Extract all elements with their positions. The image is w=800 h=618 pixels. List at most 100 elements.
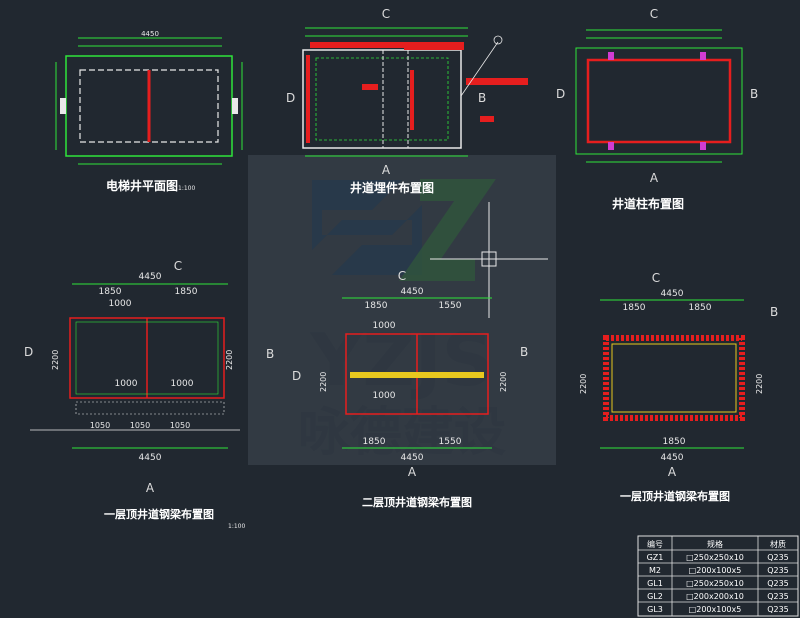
dim-total-bottom: 4450 xyxy=(661,453,684,463)
table-cell: GL2 xyxy=(647,592,663,601)
axis-b-label: B xyxy=(750,87,758,101)
steel-column-frame xyxy=(586,58,732,144)
column-marker xyxy=(700,52,706,60)
steel-callout-small xyxy=(480,116,494,122)
ground-hatch xyxy=(75,401,225,415)
table-cell: □250x250x10 xyxy=(686,579,744,588)
table-cell: □200x100x5 xyxy=(689,566,742,575)
dim-height-left: 2200 xyxy=(51,350,60,370)
yz-logo-icon xyxy=(312,179,496,281)
elevator-plan-scale: 1:100 xyxy=(178,185,195,192)
axis-c-label: C xyxy=(652,271,660,285)
column-marker xyxy=(700,142,706,150)
embedded-layout-title: 井道埋件布置图 xyxy=(350,180,434,195)
dim-total-bottom: 4450 xyxy=(139,453,162,463)
steel-left-column xyxy=(306,55,310,143)
inner-outline xyxy=(611,343,737,413)
dim-opening-mid-right: 1000 xyxy=(171,379,194,389)
leader-line xyxy=(460,41,499,97)
table-cell: Q235 xyxy=(767,605,789,614)
inner-outline xyxy=(315,57,449,141)
dim-half-3: 1050 xyxy=(170,421,190,430)
axis-c-label: C xyxy=(174,259,182,273)
shaft-outline xyxy=(302,49,462,149)
table-cell: GL1 xyxy=(647,579,663,588)
elevator-plan-title: 电梯井平面图 xyxy=(106,178,178,193)
material-table[interactable]: 编号 规格 材质 GZ1 □250x250x10 Q235 M2 □200x10… xyxy=(637,535,799,617)
axis-d-label: D xyxy=(292,369,301,383)
watermark-chinese-text: 咏德建设 xyxy=(298,403,506,463)
table-cell: M2 xyxy=(649,566,661,575)
left-marker xyxy=(60,98,66,114)
table-cell: □250x250x10 xyxy=(686,553,744,562)
axis-a-label: A xyxy=(650,171,659,185)
steel-embed-top xyxy=(404,42,464,50)
table-header: 规格 xyxy=(707,539,723,549)
dim-total-top: 4450 xyxy=(139,272,162,282)
table-cell: □200x200x10 xyxy=(686,592,744,601)
axis-a-label: A xyxy=(408,465,417,479)
table-cell: Q235 xyxy=(767,566,789,575)
first-floor-beam-title: 一层顶井道钢梁布置图 xyxy=(104,507,214,521)
axis-a-label: A xyxy=(382,163,391,177)
dim-bay-bottom-right: 1550 xyxy=(439,437,462,447)
first-floor-beam-drawing[interactable]: C 4450 1850 1850 1000 1000 1000 2200 220… xyxy=(24,259,274,530)
third-floor-beam-drawing[interactable]: C 4450 1850 1850 B 2200 2200 1850 4450 A… xyxy=(579,271,778,503)
dim-half-1: 1050 xyxy=(90,421,110,430)
column-marker xyxy=(608,52,614,60)
right-marker xyxy=(232,98,238,114)
dim-bay-bottom: 1850 xyxy=(663,437,686,447)
axis-b-label: B xyxy=(478,91,486,105)
axis-a-label: A xyxy=(668,465,677,479)
second-floor-beam-drawing[interactable]: C 4450 1850 1550 1000 1000 D B 2200 2200… xyxy=(292,269,528,509)
dim-bay-right: 1850 xyxy=(175,287,198,297)
dim-opening-bottom: 1000 xyxy=(373,391,396,401)
table-cell: Q235 xyxy=(767,592,789,601)
axis-b-label: B xyxy=(266,347,274,361)
hatched-beam-frame xyxy=(603,335,745,421)
embedded-layout-drawing[interactable]: C D B A 井道埋件布置图 xyxy=(286,7,528,195)
column-layout-drawing[interactable]: C D B A 井道柱布置图 xyxy=(556,7,758,211)
steel-top-beam xyxy=(310,42,460,48)
dim-height-left: 2200 xyxy=(319,372,328,392)
axis-b-label: B xyxy=(770,305,778,319)
table-header: 编号 xyxy=(647,539,663,549)
watermark-logo-text: YZJS xyxy=(310,318,494,402)
yellow-beam xyxy=(350,372,484,378)
axis-b-label: B xyxy=(520,345,528,359)
dim-total-bottom: 4450 xyxy=(401,453,424,463)
steel-embed-mid xyxy=(362,84,378,90)
first-floor-beam-scale: 1:100 xyxy=(228,523,245,530)
dim-bay-bottom-left: 1850 xyxy=(363,437,386,447)
axis-a-label: A xyxy=(146,481,155,495)
table-cell: GL3 xyxy=(647,605,663,614)
dim-total-label: 4450 xyxy=(141,30,159,38)
dim-bay-right: 1550 xyxy=(439,301,462,311)
table-cell: GZ1 xyxy=(647,553,664,562)
dim-height-right: 2200 xyxy=(499,372,508,392)
table-header: 材质 xyxy=(770,539,786,549)
crosshair-cursor-icon[interactable] xyxy=(430,202,548,318)
dim-opening-top: 1000 xyxy=(109,299,132,309)
steel-callout-b xyxy=(466,78,528,85)
outer-outline xyxy=(575,47,743,155)
axis-d-label: D xyxy=(556,87,565,101)
detail-bubble-icon xyxy=(493,35,503,45)
dim-half-2: 1050 xyxy=(130,421,150,430)
axis-d-label: D xyxy=(286,91,295,105)
dim-total-top: 4450 xyxy=(401,287,424,297)
axis-c-label: C xyxy=(650,7,658,21)
table-cell: Q235 xyxy=(767,553,789,562)
column-marker xyxy=(608,142,614,150)
dim-height-left: 2200 xyxy=(579,374,588,394)
elevator-plan-drawing[interactable]: 4450 电梯井平面图 1:100 xyxy=(55,30,243,193)
dim-bay-right: 1850 xyxy=(689,303,712,313)
dim-opening-top: 1000 xyxy=(373,321,396,331)
watermark: YZJS 咏德建设 xyxy=(248,155,556,465)
column-layout-title: 井道柱布置图 xyxy=(612,196,684,211)
axis-d-label: D xyxy=(24,345,33,359)
dim-total-top: 4450 xyxy=(661,289,684,299)
second-floor-beam-title: 二层顶井道钢梁布置图 xyxy=(362,495,472,509)
axis-c-label: C xyxy=(382,7,390,21)
